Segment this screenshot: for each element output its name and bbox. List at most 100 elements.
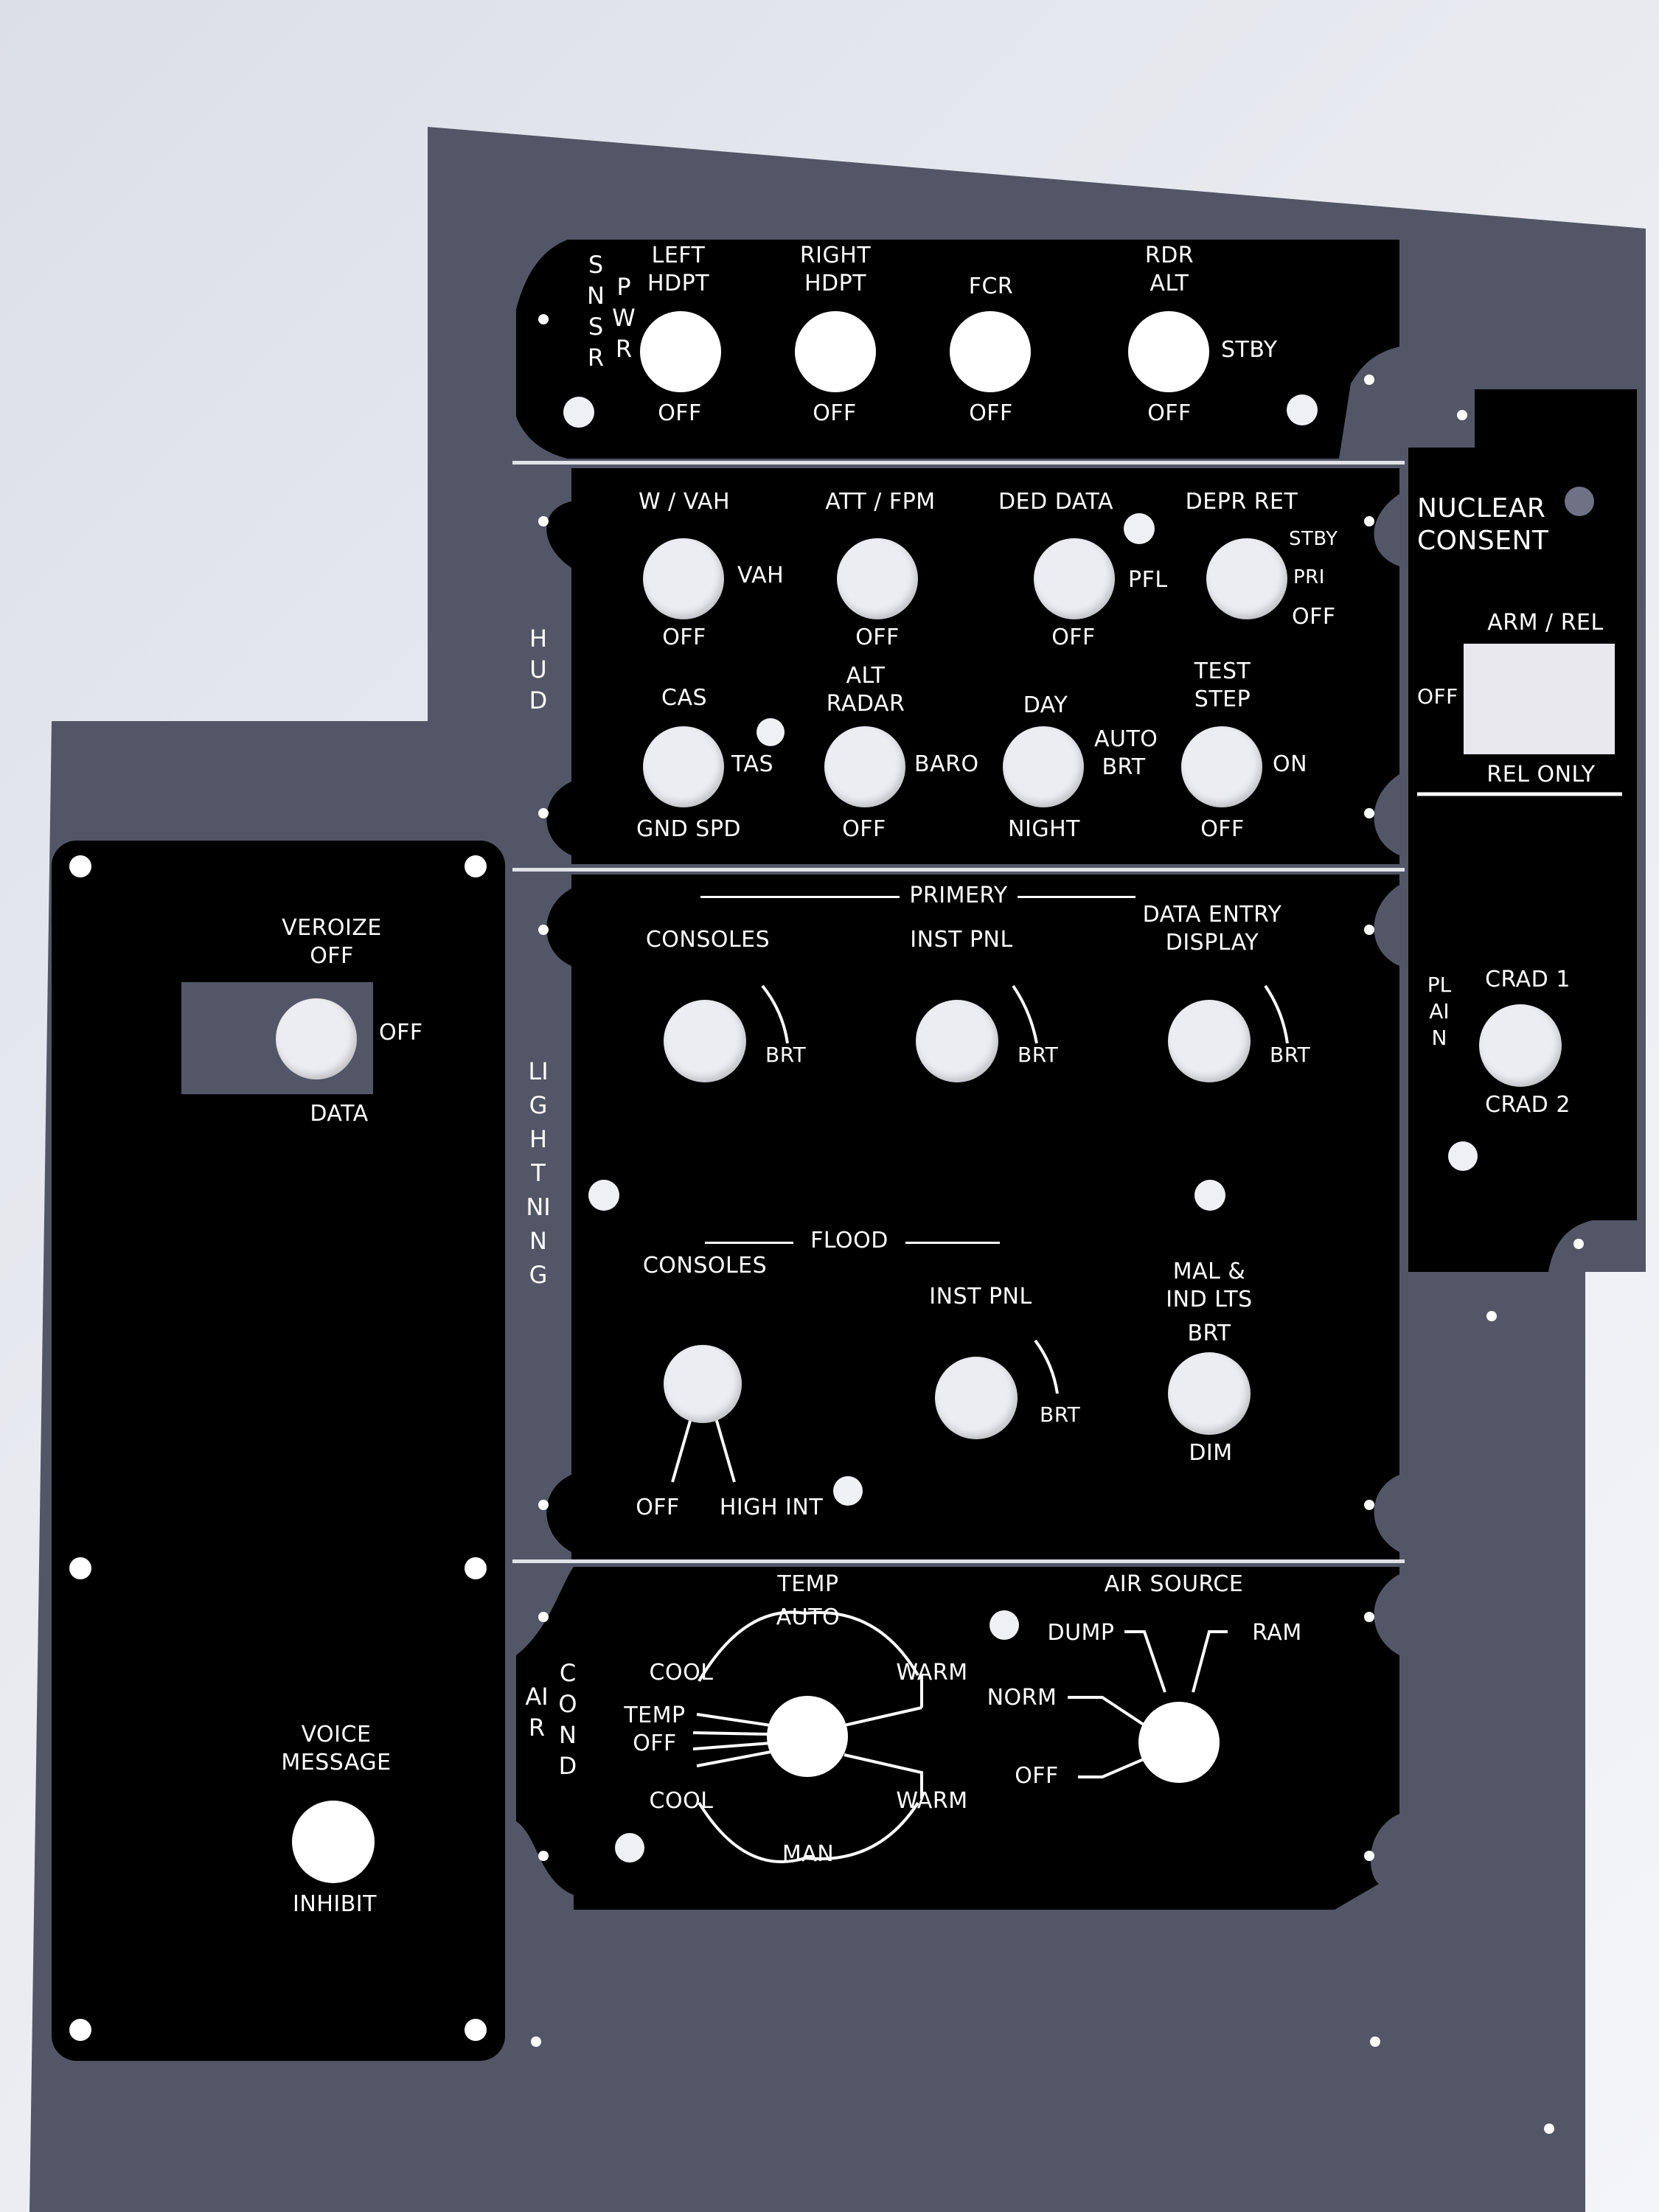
arm-rel-cover[interactable] [1464,644,1615,754]
night-label: NIGHT [1008,816,1080,842]
cas-switch[interactable] [643,726,724,807]
rdr-alt-switch[interactable] [1128,311,1209,392]
primary-inst-pnl-label: INST PNL [910,927,1013,953]
flood-leg-left [671,1415,693,1483]
air-source-knob[interactable] [1138,1702,1220,1783]
lighting-lamp-right [1194,1180,1225,1211]
lighting-panel [546,874,1399,1559]
crad2-label: CRAD 2 [1485,1092,1571,1118]
nuclear-consent-title: NUCLEAR CONSENT [1417,493,1549,556]
temp-spokes [692,1675,923,1799]
att-fpm-label: ATT / FPM [825,489,936,515]
flood-consoles-knob[interactable] [664,1345,742,1423]
w-vah-off-label: OFF [662,625,706,650]
w-vah-label: W / VAH [638,489,731,515]
air-cond-lamp-top [990,1610,1019,1640]
ded-data-switch[interactable] [1034,538,1115,619]
snsr-indicator-left [563,397,594,428]
air-source-norm-label: NORM [987,1685,1057,1711]
flood-inst-pnl-knob[interactable] [935,1357,1018,1439]
temp-label: TEMP [777,1571,839,1597]
temp-off-label: TEMP OFF [624,1703,686,1756]
panel-screw-tr [465,855,487,877]
flood-label: FLOOD [810,1228,888,1253]
test-step-switch[interactable] [1181,726,1262,807]
screw-hud-bl [538,808,549,818]
tas-label: TAS [731,751,774,777]
primery-label: PRIMERY [909,883,1008,908]
fcr-switch[interactable] [950,311,1031,392]
right-hdpt-off-label: OFF [813,400,857,426]
depr-ret-pri-label: PRI [1293,566,1325,588]
data-entry-display-knob[interactable] [1168,1000,1251,1082]
plain-side-label: PLAIN [1427,973,1452,1050]
voice-inhibit-label: INHIBIT [293,1891,377,1917]
nuclear-off-label: OFF [1417,684,1458,709]
alt-radar-label: ALT RADAR [826,663,905,717]
air-source-off-label: OFF [1015,1763,1059,1789]
cas-label: CAS [661,685,708,711]
lighting-side-label: LIGHTNING [526,1057,551,1289]
veroize-switch[interactable] [276,998,357,1079]
day-night-switch[interactable] [1003,726,1084,807]
primery-rule-right [1018,896,1135,898]
right-hdpt-switch[interactable] [795,311,876,392]
nuclear-consent-panel [1408,389,1637,1272]
snsr-side-label: SNSR [587,251,605,372]
screw-nuclear-bottom [1573,1239,1584,1249]
baro-label: BARO [914,751,979,777]
crad1-label: CRAD 1 [1485,967,1571,992]
screw-frame-2 [531,2037,541,2047]
flood-leg-right [714,1415,736,1483]
screw-nuclear-top [1457,410,1467,420]
flood-rule-left [705,1242,793,1244]
air-side-label: AIR [525,1683,549,1742]
temp-man-label: MAN [782,1841,835,1867]
alt-radar-switch[interactable] [824,726,905,807]
test-step-on-label: ON [1273,751,1308,777]
screw-light-tl [538,925,549,935]
primary-inst-pnl-knob[interactable] [916,1000,998,1082]
w-vah-switch[interactable] [643,538,724,619]
veroize-voice-panel [52,841,505,2061]
pwr-side-label: PWR [612,273,636,363]
primary-consoles-label: CONSOLES [645,927,771,953]
right-hdpt-label: RIGHT HDPT [799,243,872,296]
screw-hud-tr [1364,516,1374,526]
data-entry-display-label: DATA ENTRY DISPLAY [1142,902,1282,956]
rel-only-label: REL ONLY [1486,762,1596,787]
temp-selector-knob[interactable] [767,1696,848,1777]
mal-ind-lts-switch[interactable] [1168,1352,1251,1435]
flood-inst-pnl-label: INST PNL [929,1284,1032,1310]
air-cond-panel [516,1567,1399,1910]
screw-air-bl [538,1851,549,1861]
auto-brt-label: AUTO BRT [1094,726,1158,780]
lighting-lamp-left [588,1180,619,1211]
veroize-data-label: DATA [310,1101,369,1127]
nuclear-consent-lamp [1565,487,1594,516]
crad-selector[interactable] [1479,1004,1562,1087]
flood-high-int-label: HIGH INT [719,1495,824,1520]
gnd-spd-label: GND SPD [636,816,742,842]
fcr-off-label: OFF [969,400,1013,426]
temp-auto-label: AUTO [776,1604,841,1630]
screw-snsr-right [1364,375,1374,385]
primary-consoles-knob[interactable] [664,1000,746,1082]
primery-rule-left [700,896,900,898]
left-hdpt-switch[interactable] [640,311,721,392]
depr-ret-switch[interactable] [1206,538,1287,619]
rdr-alt-label: RDR ALT [1144,243,1194,296]
fcr-label: FCR [968,274,1014,299]
arm-rel-label: ARM / REL [1487,610,1604,636]
temp-warm-top-label: WARM [896,1660,968,1686]
screw-hud-tl [538,516,549,526]
voice-message-switch[interactable] [292,1801,375,1883]
screw-air-tr [1364,1612,1374,1622]
screw-light-tr [1364,925,1374,935]
cond-side-label: COND [558,1659,577,1780]
snsr-indicator-right [1287,394,1318,425]
mal-ind-dim-label: DIM [1189,1440,1233,1466]
air-source-dump-label: DUMP [1047,1620,1115,1646]
att-fpm-switch[interactable] [837,538,918,619]
